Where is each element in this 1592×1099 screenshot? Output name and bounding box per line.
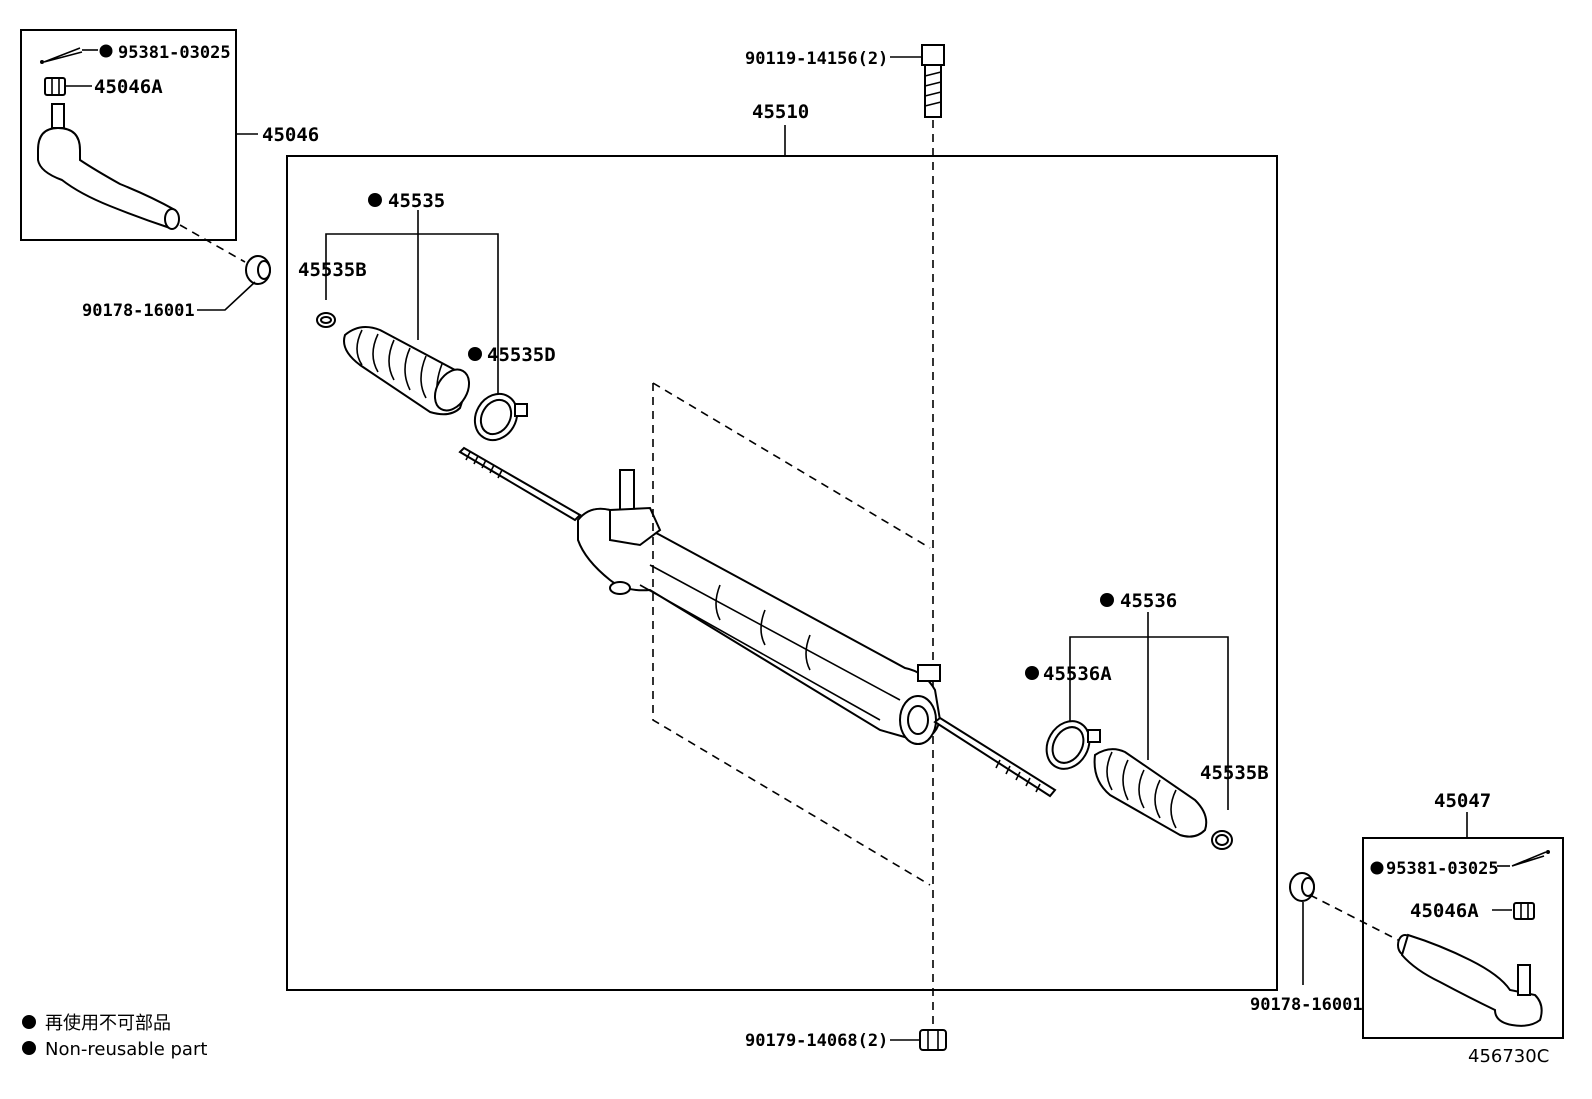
non-reusable-marker [368, 193, 382, 207]
tie-rod-right-icon [933, 716, 1057, 798]
cotter-pin-left-icon [40, 47, 83, 64]
callout-nut-left: 45046A [94, 76, 163, 98]
callout-boot-kit-right: 45536 [1120, 590, 1177, 612]
clamp-large-right-icon [1045, 720, 1101, 770]
callout-clamp-large-left: 45535D [487, 344, 556, 366]
callout-box-left: 45046 [262, 124, 319, 146]
tie-rod-end-left-box [20, 29, 237, 241]
rack-housing-icon [577, 469, 942, 745]
tie-rod-end-right-icon [1397, 933, 1543, 1027]
callout-cotter-pin-left: 95381-03025 [118, 43, 231, 63]
non-reusable-marker [468, 347, 482, 361]
nut-right-icon [1513, 902, 1535, 920]
legend-line-jp: 再使用不可部品 [45, 1013, 171, 1034]
clamp-small-right-icon [1211, 830, 1233, 850]
callout-bush-left: 90178-16001 [82, 301, 195, 321]
callout-bush-right: 90178-16001 [1250, 995, 1363, 1015]
callout-main-box: 45510 [752, 101, 809, 123]
legend-line-en: Non-reusable part [45, 1039, 207, 1060]
tie-rod-end-left-icon [37, 103, 180, 230]
bolt-top-icon [921, 44, 945, 118]
tie-rod-left-icon [458, 446, 582, 522]
cotter-pin-right-icon [1511, 850, 1550, 867]
non-reusable-marker [1025, 666, 1039, 680]
callout-bolt-top: 90119-14156(2) [745, 49, 888, 69]
callout-nut-bottom: 90179-14068(2) [745, 1031, 888, 1051]
bush-left-icon [245, 255, 271, 285]
non-reusable-marker [99, 44, 113, 58]
boot-left-icon [343, 325, 471, 416]
clamp-small-left-icon [316, 312, 336, 328]
figure-id: 456730C [1468, 1046, 1549, 1067]
callout-boot-kit-left: 45535 [388, 190, 445, 212]
legend-marker-icon [22, 1041, 36, 1055]
boot-right-icon [1093, 748, 1208, 838]
nut-bottom-icon [919, 1029, 947, 1051]
callout-nut-right: 45046A [1410, 900, 1479, 922]
steering-gear-box [286, 155, 1278, 991]
callout-clamp-large-right: 45536A [1043, 663, 1112, 685]
non-reusable-marker [1100, 593, 1114, 607]
legend-marker-icon [22, 1015, 36, 1029]
clamp-large-left-icon [473, 392, 528, 442]
tie-rod-end-right-box [1362, 837, 1564, 1039]
nut-left-icon [44, 77, 66, 96]
callout-clamp-small-left: 45535B [298, 259, 367, 281]
callout-box-right: 45047 [1434, 790, 1491, 812]
non-reusable-marker [1370, 861, 1384, 875]
callout-clamp-small-right: 45535B [1200, 762, 1269, 784]
callout-cotter-pin-right: 95381-03025 [1386, 859, 1499, 879]
bush-right-icon [1289, 872, 1315, 902]
